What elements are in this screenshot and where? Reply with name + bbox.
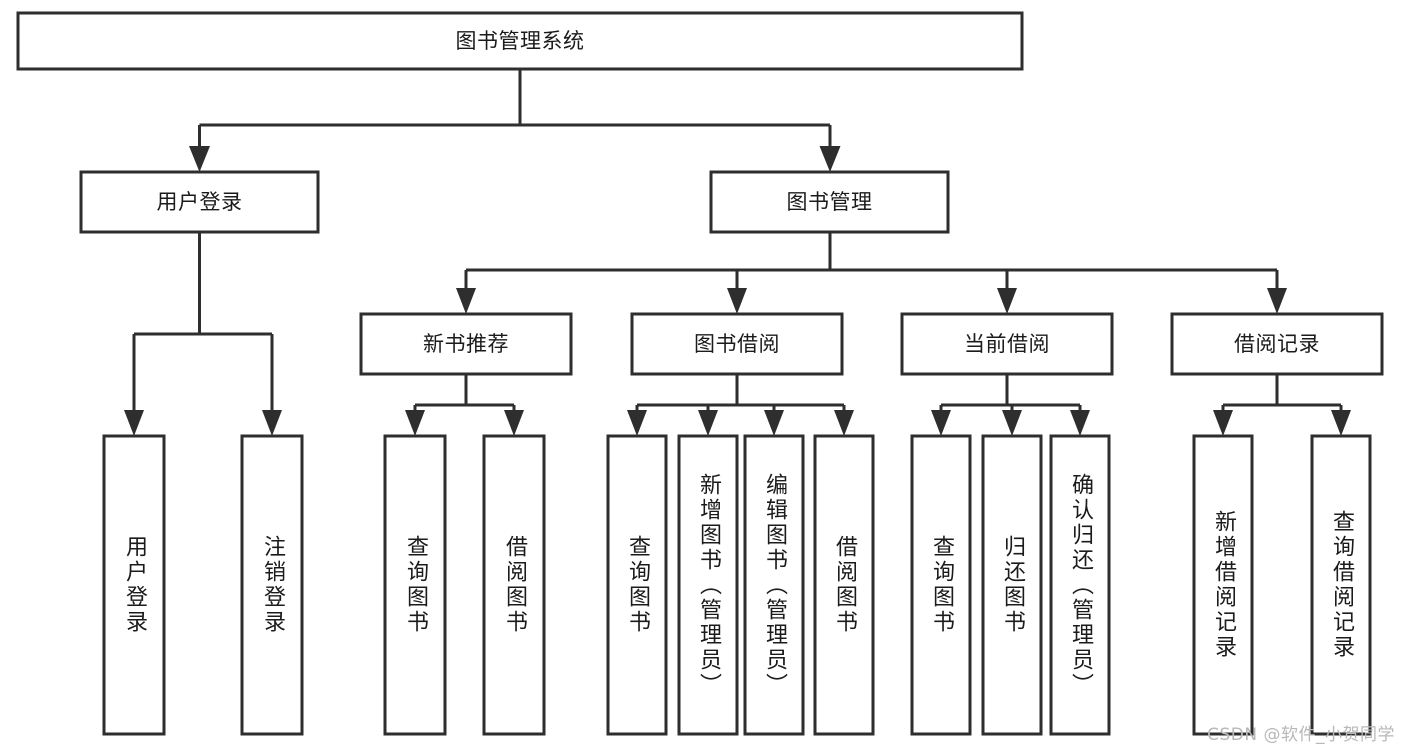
arrow-bm-to-newbook bbox=[456, 288, 476, 314]
node-box-book-borrow[interactable] bbox=[630, 312, 844, 376]
box-layer bbox=[16, 11, 1384, 736]
csdn-watermark: CSDN @软件_小贺同学 bbox=[1207, 725, 1395, 745]
node-box-leaf-borrow-book-rec[interactable] bbox=[482, 434, 546, 736]
node-box-leaf-query-borrow-record[interactable] bbox=[1310, 434, 1372, 736]
node-box-root[interactable] bbox=[16, 11, 1024, 71]
arrow-root-to-book-management bbox=[819, 146, 841, 172]
arrow-br-to-query-record bbox=[1331, 410, 1351, 436]
node-box-user-login[interactable] bbox=[79, 170, 320, 234]
arrow-bb-to-borrow-book bbox=[834, 410, 854, 436]
arrow-br-to-add-record bbox=[1213, 410, 1233, 436]
arrow-root-to-user-login bbox=[189, 146, 210, 172]
arrow-bm-to-bookborrow bbox=[727, 288, 747, 314]
node-box-leaf-confirm-return-admin[interactable] bbox=[1049, 434, 1111, 736]
node-box-borrow-record[interactable] bbox=[1170, 312, 1384, 376]
arrow-bb-to-query-book bbox=[627, 410, 647, 436]
node-box-leaf-add-borrow-record[interactable] bbox=[1192, 434, 1254, 736]
arrow-cb-to-return-book bbox=[1002, 410, 1022, 436]
node-box-new-book-recommend[interactable] bbox=[359, 312, 573, 376]
arrow-ul-to-user-login-leaf bbox=[124, 410, 144, 436]
node-box-leaf-borrow-book[interactable] bbox=[813, 434, 875, 736]
node-box-leaf-add-book-admin[interactable] bbox=[677, 434, 739, 736]
arrow-bb-to-add-book bbox=[698, 410, 718, 436]
arrow-ul-to-user-logout-leaf bbox=[262, 410, 282, 436]
node-box-leaf-edit-book-admin[interactable] bbox=[743, 434, 805, 736]
arrow-cb-to-confirm-return bbox=[1070, 410, 1090, 436]
connector-layer bbox=[124, 69, 1351, 436]
arrow-bm-to-borrowrecord bbox=[1267, 288, 1287, 314]
node-box-leaf-query-book-borrow[interactable] bbox=[606, 434, 668, 736]
arrow-nb-to-borrow-book bbox=[504, 410, 524, 436]
arrow-bb-to-edit-book bbox=[764, 410, 784, 436]
node-box-leaf-user-logout[interactable] bbox=[240, 434, 304, 736]
arrow-bm-to-currentborrow bbox=[997, 288, 1017, 314]
arrow-cb-to-query-book bbox=[931, 410, 951, 436]
node-box-book-management[interactable] bbox=[709, 170, 950, 234]
node-box-leaf-return-book[interactable] bbox=[981, 434, 1043, 736]
node-box-leaf-query-book-rec[interactable] bbox=[383, 434, 447, 736]
arrow-nb-to-query-book bbox=[405, 410, 425, 436]
node-box-leaf-query-book-current[interactable] bbox=[910, 434, 972, 736]
node-box-current-borrow[interactable] bbox=[900, 312, 1114, 376]
node-box-leaf-user-login[interactable] bbox=[102, 434, 166, 736]
